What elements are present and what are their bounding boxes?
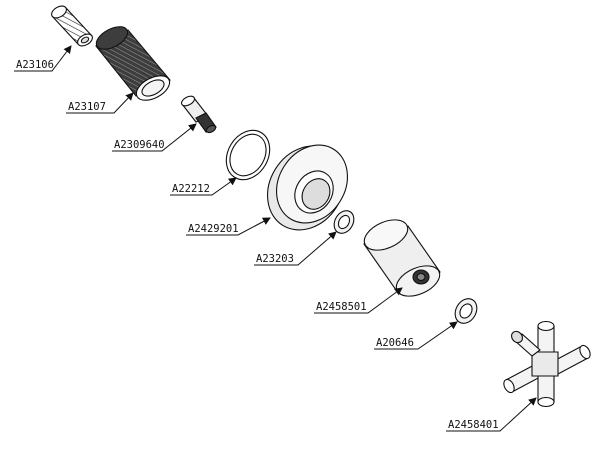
label-a20646: A20646	[376, 337, 414, 349]
label-a2458401: A2458401	[448, 419, 499, 431]
part-knurled-bushing	[95, 26, 171, 101]
leader-lines	[14, 45, 537, 432]
label-a23106: A23106	[16, 59, 54, 71]
part-washer	[454, 298, 478, 324]
label-a23203: A23203	[256, 253, 294, 265]
label-a2309640: A2309640	[114, 139, 165, 151]
part-cross-handle	[503, 320, 591, 408]
label-a2458501: A2458501	[316, 301, 367, 313]
part-threaded-sleeve	[51, 5, 93, 47]
part-o-ring	[225, 129, 271, 181]
part-handle-sleeve	[363, 219, 441, 297]
label-a23107: A23107	[68, 101, 106, 113]
part-small-washer	[333, 210, 355, 234]
label-a2429201: A2429201	[188, 223, 239, 235]
part-valve-cartridge	[180, 95, 217, 134]
part-escutcheon-flange	[267, 144, 348, 231]
label-a22212: A22212	[172, 183, 210, 195]
